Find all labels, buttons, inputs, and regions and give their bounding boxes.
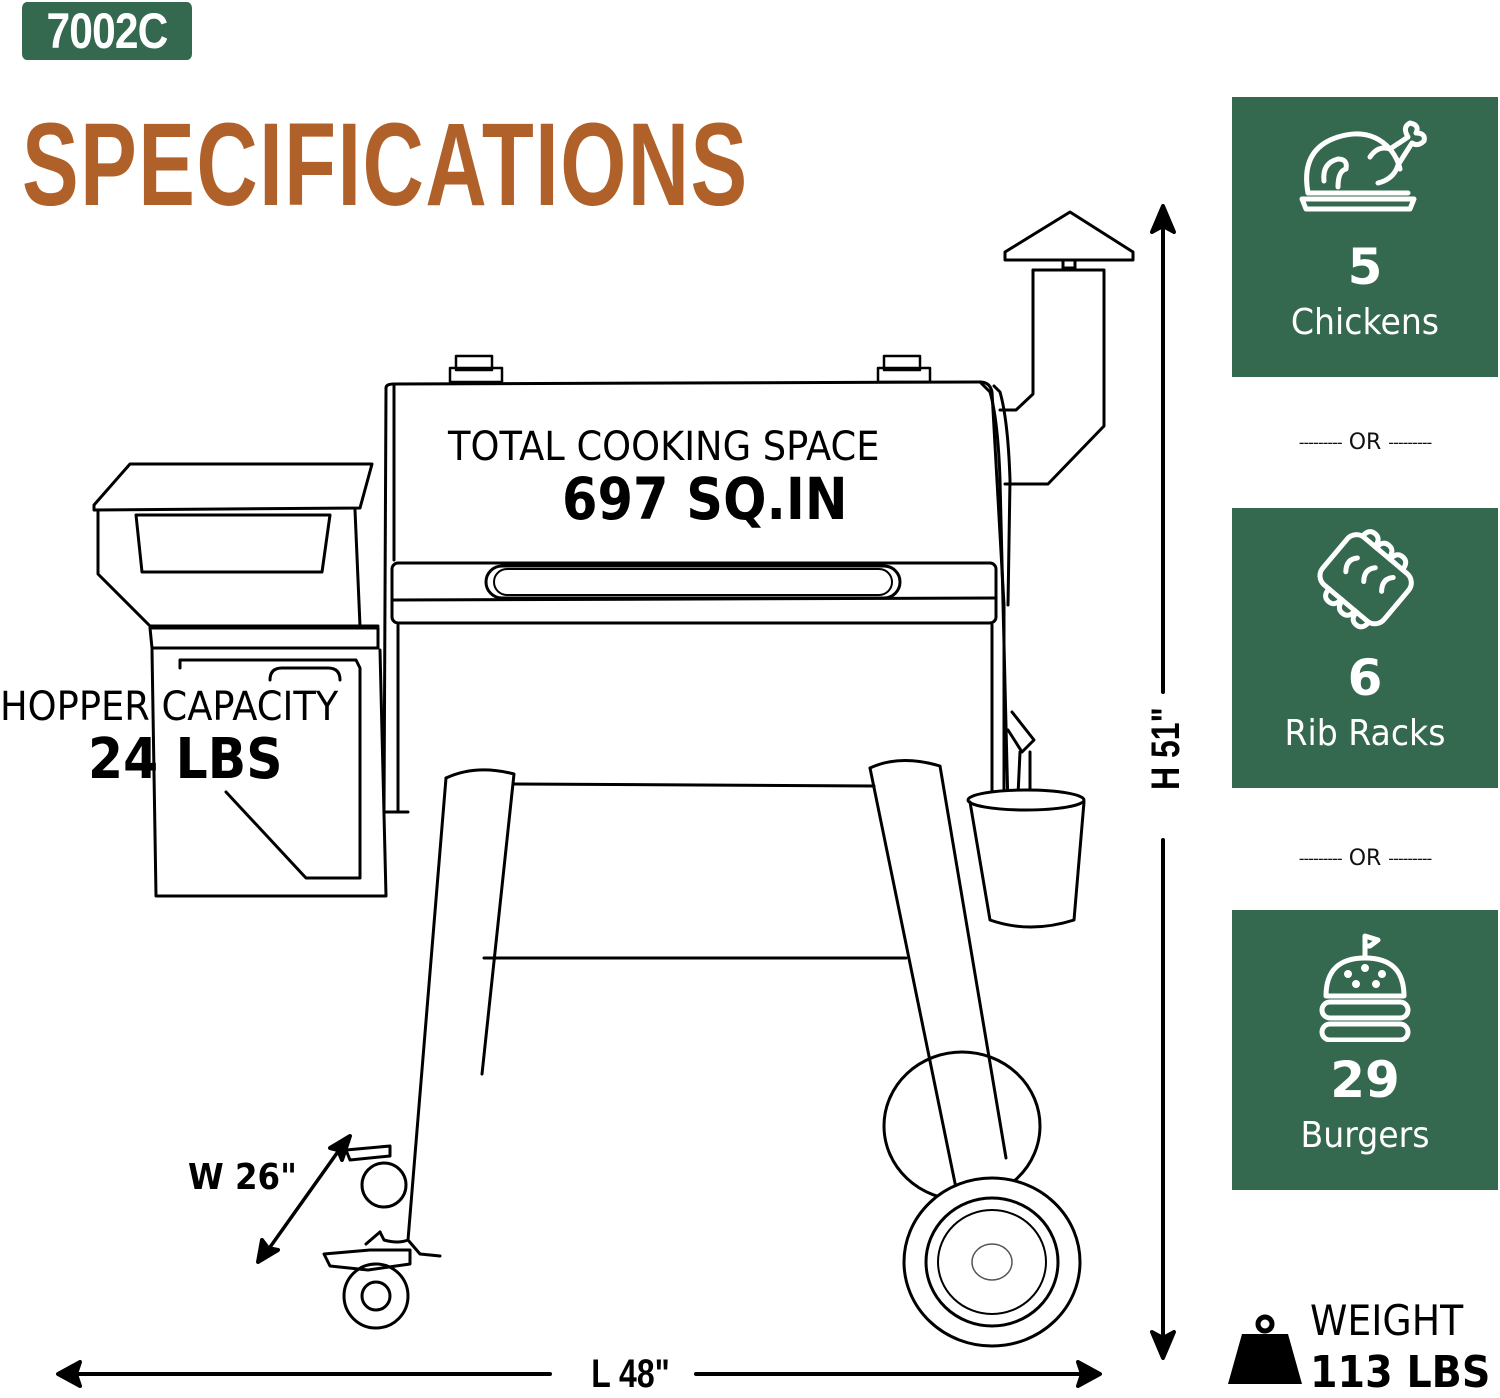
weight-value: 113 LBS bbox=[1310, 1347, 1491, 1398]
width-dimension: W 26" bbox=[188, 1157, 297, 1198]
cooking-chamber bbox=[382, 380, 1012, 814]
or-separator: --------- OR --------- bbox=[1298, 430, 1433, 455]
hopper-capacity-value: 24 LBS bbox=[88, 727, 283, 792]
height-dimension: H 51" bbox=[1144, 707, 1188, 790]
or-separator: --------- OR --------- bbox=[1298, 846, 1433, 871]
hopper bbox=[92, 462, 388, 898]
cooking-space-value: 697 SQ.IN bbox=[562, 465, 848, 533]
hopper-capacity-label: HOPPER CAPACITY bbox=[0, 684, 339, 730]
cooking-space-label: TOTAL COOKING SPACE bbox=[448, 424, 880, 470]
weight-icon bbox=[1228, 1314, 1302, 1384]
burger-icon bbox=[1319, 933, 1411, 1042]
or-text: OR bbox=[1348, 430, 1382, 455]
roast-chicken-icon bbox=[1299, 120, 1427, 212]
card-label: Chickens bbox=[1290, 302, 1440, 343]
card-label: Rib Racks bbox=[1284, 713, 1446, 754]
big-wheel bbox=[882, 1050, 1082, 1348]
model-badge: 7002C bbox=[22, 2, 192, 60]
chimney bbox=[998, 210, 1135, 486]
card-count: 5 bbox=[1347, 238, 1383, 296]
dimension-arrows bbox=[56, 204, 1176, 1388]
rib-rack-icon bbox=[1317, 529, 1414, 630]
card-count: 6 bbox=[1347, 649, 1383, 707]
card-count: 29 bbox=[1330, 1051, 1400, 1109]
caster-wheels bbox=[322, 1144, 412, 1330]
page-title: SPECIFICATIONS bbox=[22, 99, 749, 231]
capacity-card-burgers: 29 Burgers bbox=[1232, 910, 1498, 1190]
grease-bucket bbox=[966, 710, 1086, 929]
or-text: OR bbox=[1348, 846, 1382, 871]
capacity-card-rib-racks: 6 Rib Racks bbox=[1232, 508, 1498, 788]
capacity-card-chickens: 5 Chickens bbox=[1232, 97, 1498, 377]
weight-label: WEIGHT bbox=[1310, 1296, 1464, 1345]
card-label: Burgers bbox=[1300, 1115, 1430, 1156]
length-dimension: L 48" bbox=[588, 1352, 674, 1396]
lid-hinges bbox=[448, 354, 932, 384]
grill-frame bbox=[364, 758, 1008, 1258]
